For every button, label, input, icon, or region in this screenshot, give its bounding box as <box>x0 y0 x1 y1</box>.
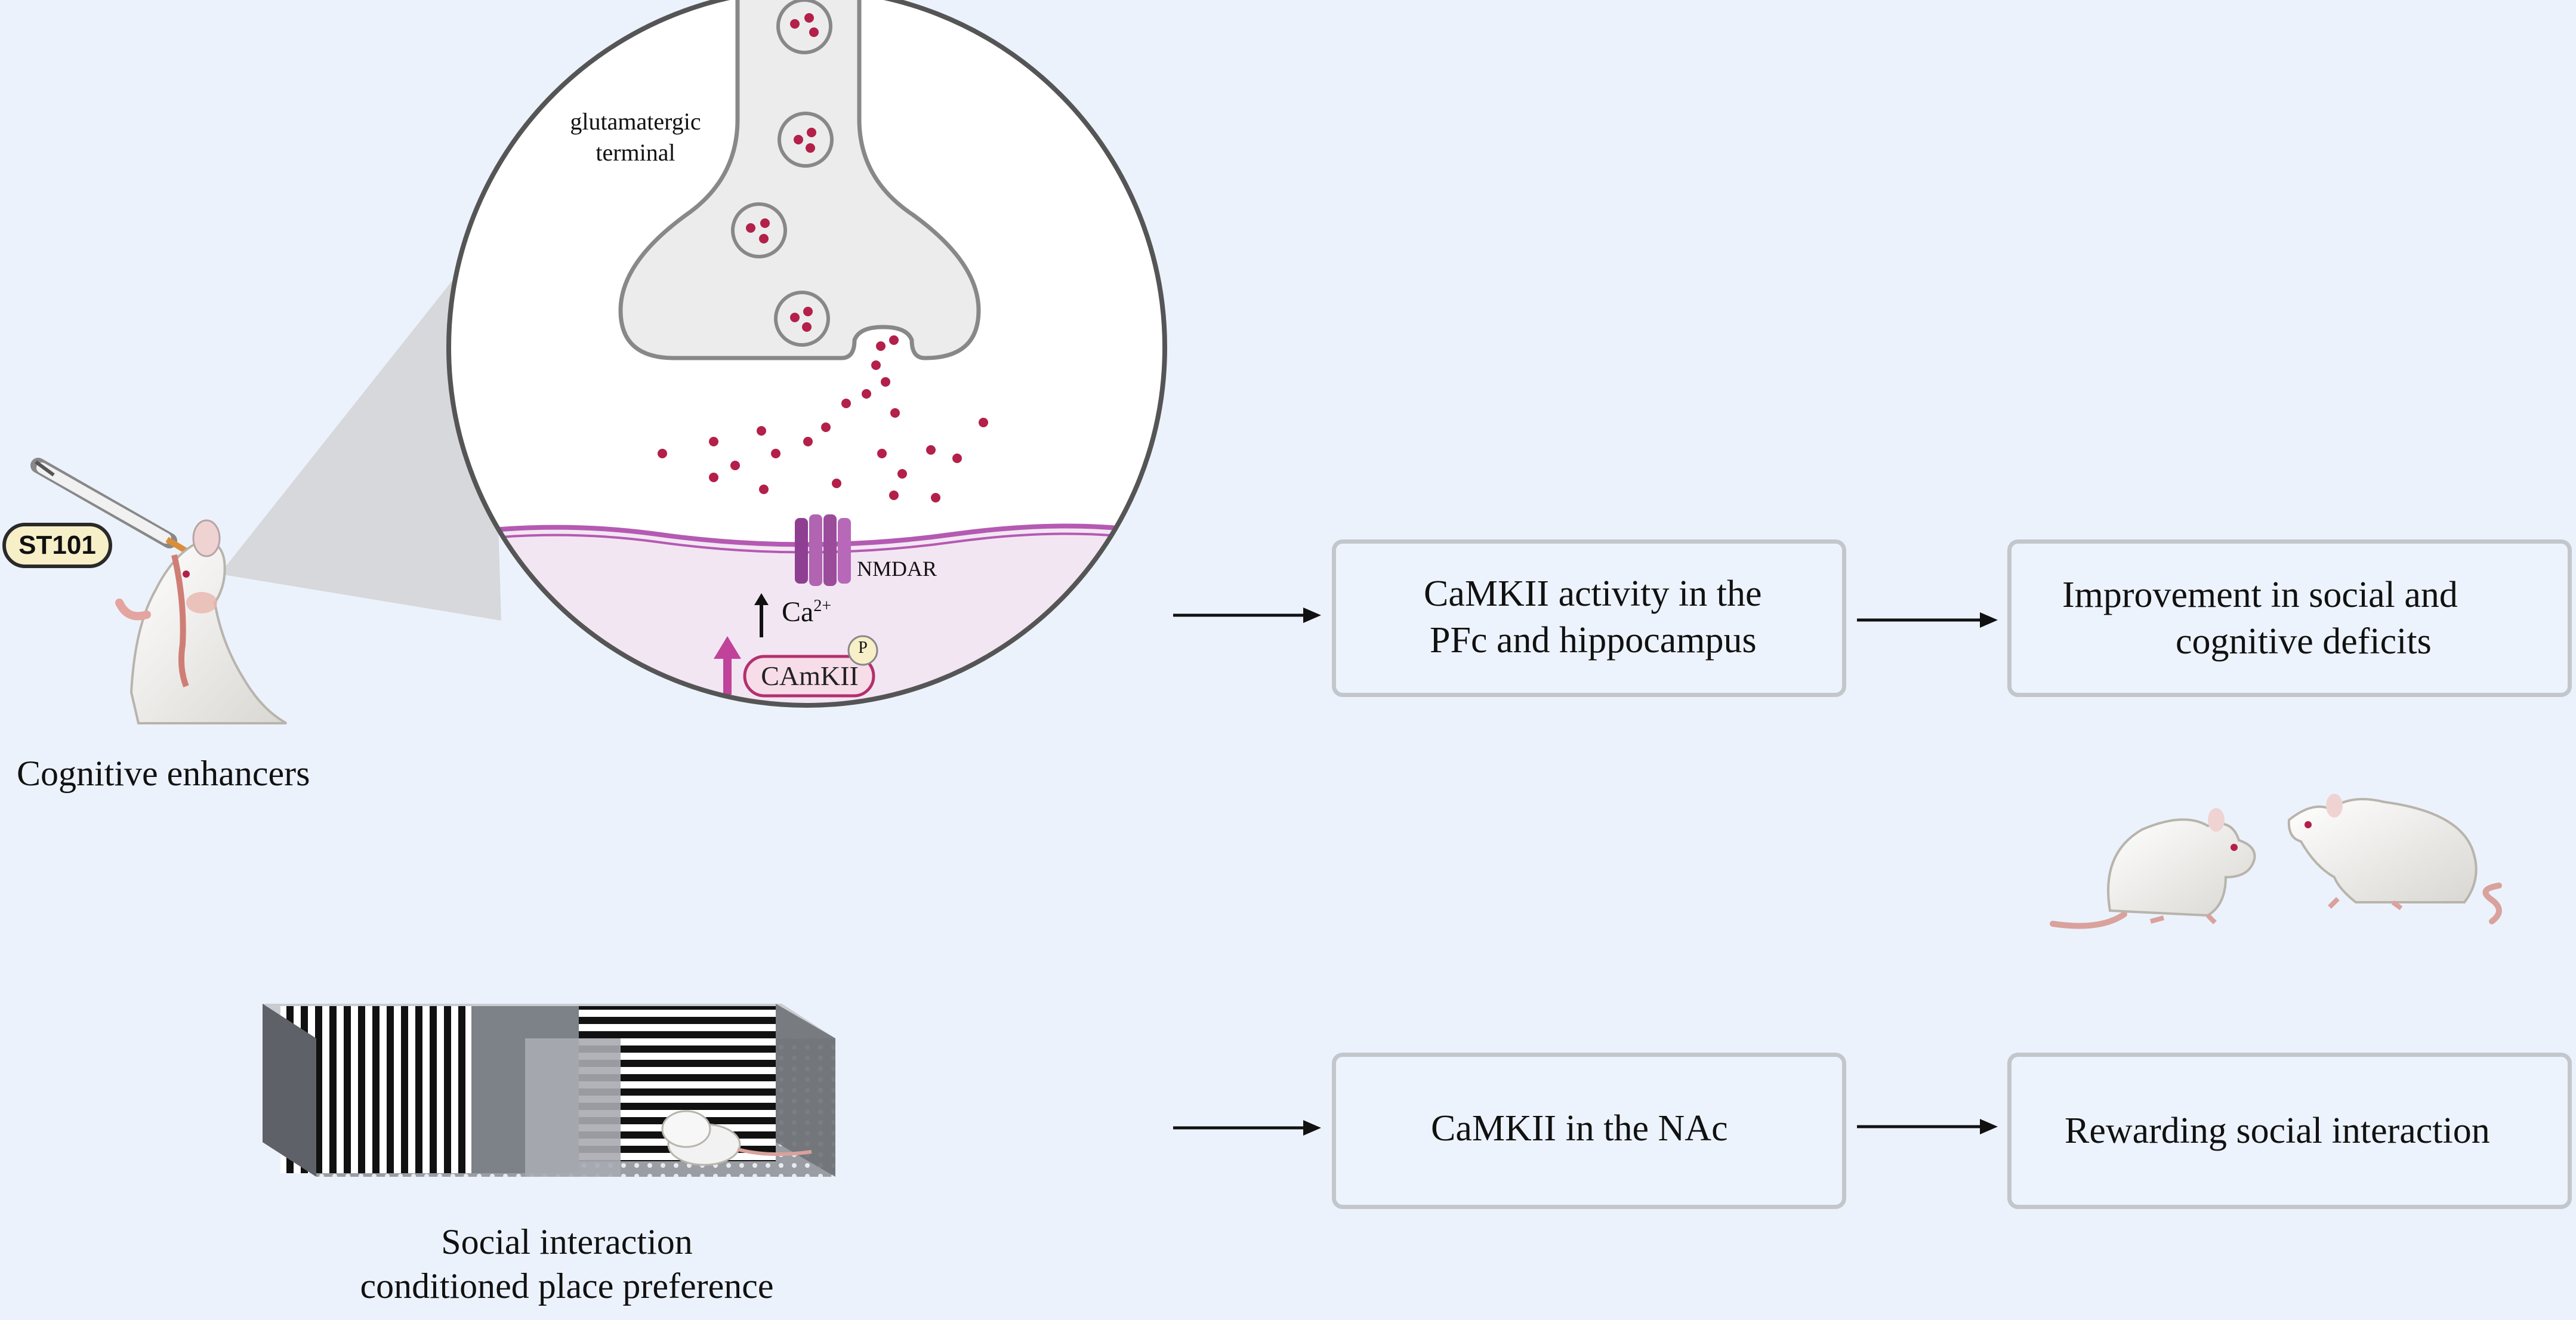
cognitive-enhancers-label: Cognitive enhancers <box>17 754 310 793</box>
box-line: CaMKII activity in the <box>1424 573 1762 614</box>
glutamatergic-terminal-label: glutamatergic terminal <box>567 106 704 168</box>
rewarding-box <box>2007 1053 2572 1209</box>
st101-badge: ST101 <box>2 523 112 568</box>
cpp-caption: Social interaction conditioned place pre… <box>298 1220 835 1308</box>
improvement-box <box>2007 539 2572 697</box>
camkii-nac-box <box>1332 1053 1846 1209</box>
camkii-activity-box <box>1332 539 1846 697</box>
rewarding-text: Rewarding social interaction <box>2065 1111 2490 1151</box>
flow-arrows <box>1173 607 1998 1136</box>
label-line: terminal <box>596 139 675 166</box>
zoom-cone <box>220 234 501 621</box>
caption-line: Social interaction <box>441 1222 693 1262</box>
phospho-circle <box>847 635 878 666</box>
calcium-text: Ca <box>782 596 814 628</box>
postsynaptic-membrane <box>449 526 1164 705</box>
camkii-label: CAmKII <box>761 661 859 691</box>
injected-rat-icon <box>115 519 287 724</box>
camkii-activity-text: CaMKII activity in the PFc and hippocamp… <box>1424 570 1761 664</box>
calcium-label: Ca2+ <box>782 596 831 628</box>
box-line: PFc and hippocampus <box>1430 620 1757 661</box>
presynaptic-terminal <box>618 0 981 360</box>
interacting-rats-icon <box>2050 794 2502 929</box>
nmdar-channel <box>795 514 851 586</box>
camkii-pill <box>743 655 875 698</box>
camkii-nac-text: CaMKII in the NAc <box>1431 1108 1728 1149</box>
syringe-icon <box>30 458 193 557</box>
box-line: cognitive deficits <box>2176 621 2432 662</box>
phospho-label: P <box>858 639 868 657</box>
caption-line: conditioned place preference <box>360 1266 774 1306</box>
label-line: glutamatergic <box>570 108 701 135</box>
vesicles <box>731 0 834 347</box>
cpp-apparatus-icon <box>263 1004 835 1177</box>
box-line: Improvement in social and <box>2062 575 2458 615</box>
glutamate-dots <box>658 360 988 502</box>
calcium-superscript: 2+ <box>813 597 832 615</box>
nmdar-label: NMDAR <box>857 557 937 581</box>
synapse-zoom-circle <box>446 0 1167 708</box>
improvement-text: Improvement in social and cognitive defi… <box>2062 572 2458 665</box>
